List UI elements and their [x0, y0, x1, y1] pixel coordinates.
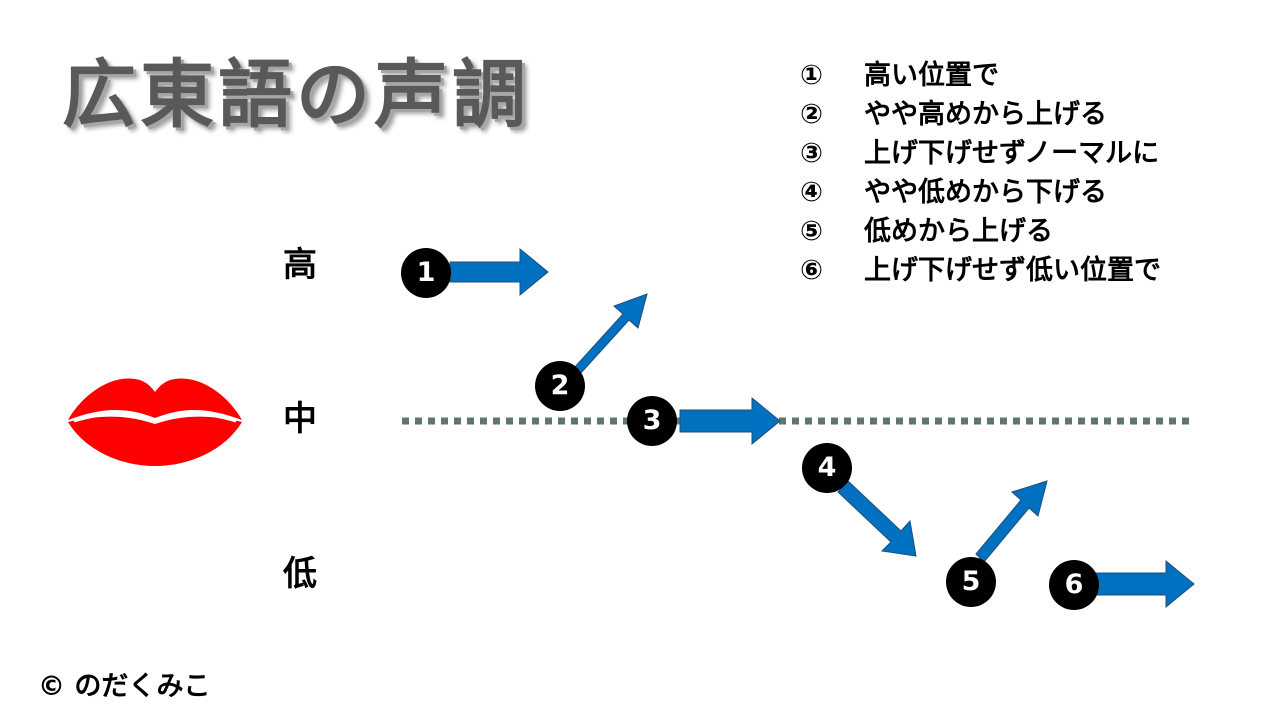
- tone-4-marker: 4: [802, 443, 852, 493]
- legend-item: ① 高い位置で: [800, 56, 1270, 95]
- legend-text: 上げ下げせずノーマルに: [864, 138, 1160, 169]
- tone-4-arrow: [837, 480, 917, 557]
- legend-item: ⑤ 低めから上げる: [800, 212, 1270, 251]
- legend-item: ⑥ 上げ下げせず低い位置で: [800, 251, 1270, 290]
- legend-item: ③ 上げ下げせずノーマルに: [800, 134, 1270, 173]
- legend-item: ④ やや低めから下げる: [800, 173, 1270, 212]
- legend-number: ⑥: [800, 255, 823, 286]
- legend-text: やや高めから上げる: [864, 99, 1107, 130]
- level-label-mid: 中: [283, 399, 317, 439]
- tone-3-marker: 3: [627, 396, 677, 446]
- level-label-low: 低: [283, 554, 317, 594]
- tone-5-marker: 5: [946, 557, 996, 607]
- legend-text: 低めから上げる: [864, 216, 1053, 247]
- legend-number: ⑤: [800, 216, 823, 247]
- legend-number: ②: [800, 99, 823, 130]
- legend-text: 高い位置で: [864, 60, 999, 91]
- tone-2-marker: 2: [535, 361, 585, 411]
- tone-legend: ① 高い位置で ② やや高めから上げる ③ 上げ下げせずノーマルに ④ やや低めから下げ…: [800, 56, 1270, 290]
- legend-text: 上げ下げせず低い位置で: [864, 255, 1161, 286]
- tone-2-arrow: [573, 293, 648, 375]
- tone-5-arrow: [975, 480, 1048, 563]
- legend-item: ② やや高めから上げる: [800, 95, 1270, 134]
- page-title: 広東語の声調: [62, 52, 530, 138]
- tone-1-marker: 1: [401, 248, 451, 298]
- level-label-high: 高: [283, 245, 317, 285]
- legend-number: ③: [800, 138, 823, 169]
- tone-3-arrow: [679, 396, 781, 446]
- tone-6-arrow: [1094, 559, 1195, 609]
- lips-icon: [68, 378, 242, 466]
- tone-6-marker: 6: [1049, 560, 1099, 610]
- tone-1-arrow: [449, 247, 549, 297]
- copyright-text: © のだくみこ: [38, 671, 211, 702]
- legend-text: やや低めから下げる: [864, 177, 1107, 208]
- legend-number: ④: [800, 177, 823, 208]
- legend-number: ①: [800, 60, 823, 91]
